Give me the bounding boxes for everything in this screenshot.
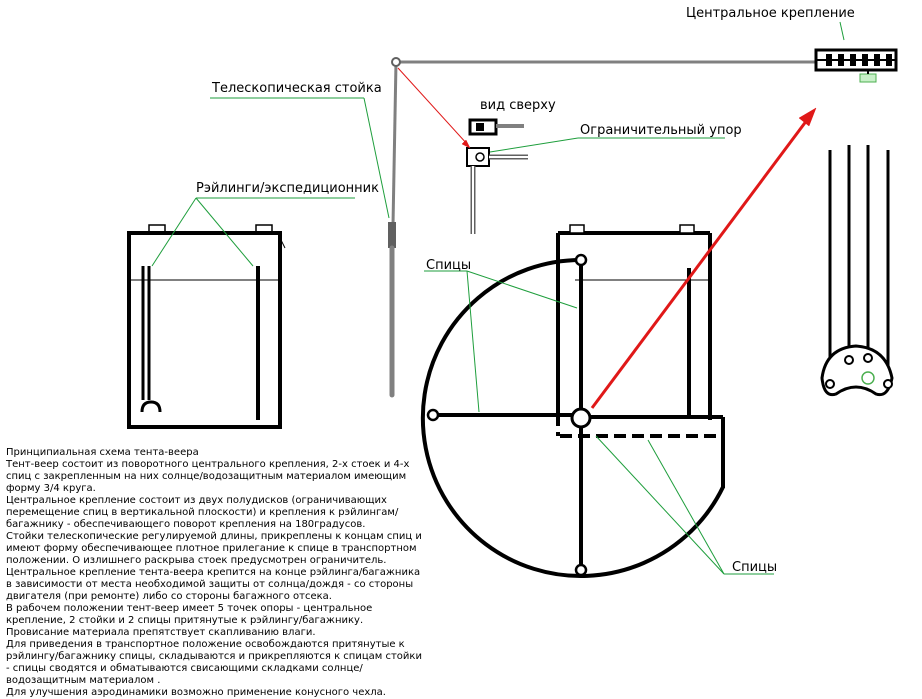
description-line: Тент-веер состоит из поворотного централ…	[6, 459, 410, 494]
spokes-label-left: Спицы	[426, 258, 472, 273]
description-line: Для приведения в транспортное положение …	[6, 639, 422, 686]
central-mount-label: Центральное крепление	[686, 6, 855, 21]
top-hinge	[391, 57, 401, 67]
description-line: В рабочем положении тент-веер имеет 5 то…	[6, 603, 373, 638]
description-line: Принципиальная схема тента-веера	[6, 447, 199, 458]
spokes-label-bottom: Спицы	[732, 560, 778, 575]
telescopic-post	[388, 222, 396, 398]
description-line: Для улучшения аэродинамики возможно прим…	[6, 687, 386, 698]
top-arm	[391, 60, 818, 226]
folded-spokes-view	[820, 145, 894, 397]
telescopic-post-label: Телескопическая стойка	[212, 81, 382, 96]
top-view-label: вид сверху	[480, 98, 556, 113]
limit-stop-detail	[466, 147, 528, 234]
red-arrows	[397, 67, 817, 409]
description-line: Центральное крепление тента-веера крепит…	[6, 567, 421, 602]
description-line: Центральное крепление состоит из двух по…	[6, 495, 399, 530]
description-line: Стойки телескопические регулируемой длин…	[6, 531, 422, 566]
car-rails-view	[127, 224, 286, 429]
fan-diagram	[420, 224, 725, 578]
leader-lines	[151, 21, 845, 575]
limit-stop-label: Ограничительный упор	[580, 123, 742, 138]
rails-label: Рэйлинги/экспедиционник	[196, 181, 379, 196]
central-mount-icon	[814, 48, 898, 83]
top-view-detail	[468, 118, 524, 136]
description-text: Принципиальная схема тента-веера Тент-ве…	[6, 447, 426, 699]
